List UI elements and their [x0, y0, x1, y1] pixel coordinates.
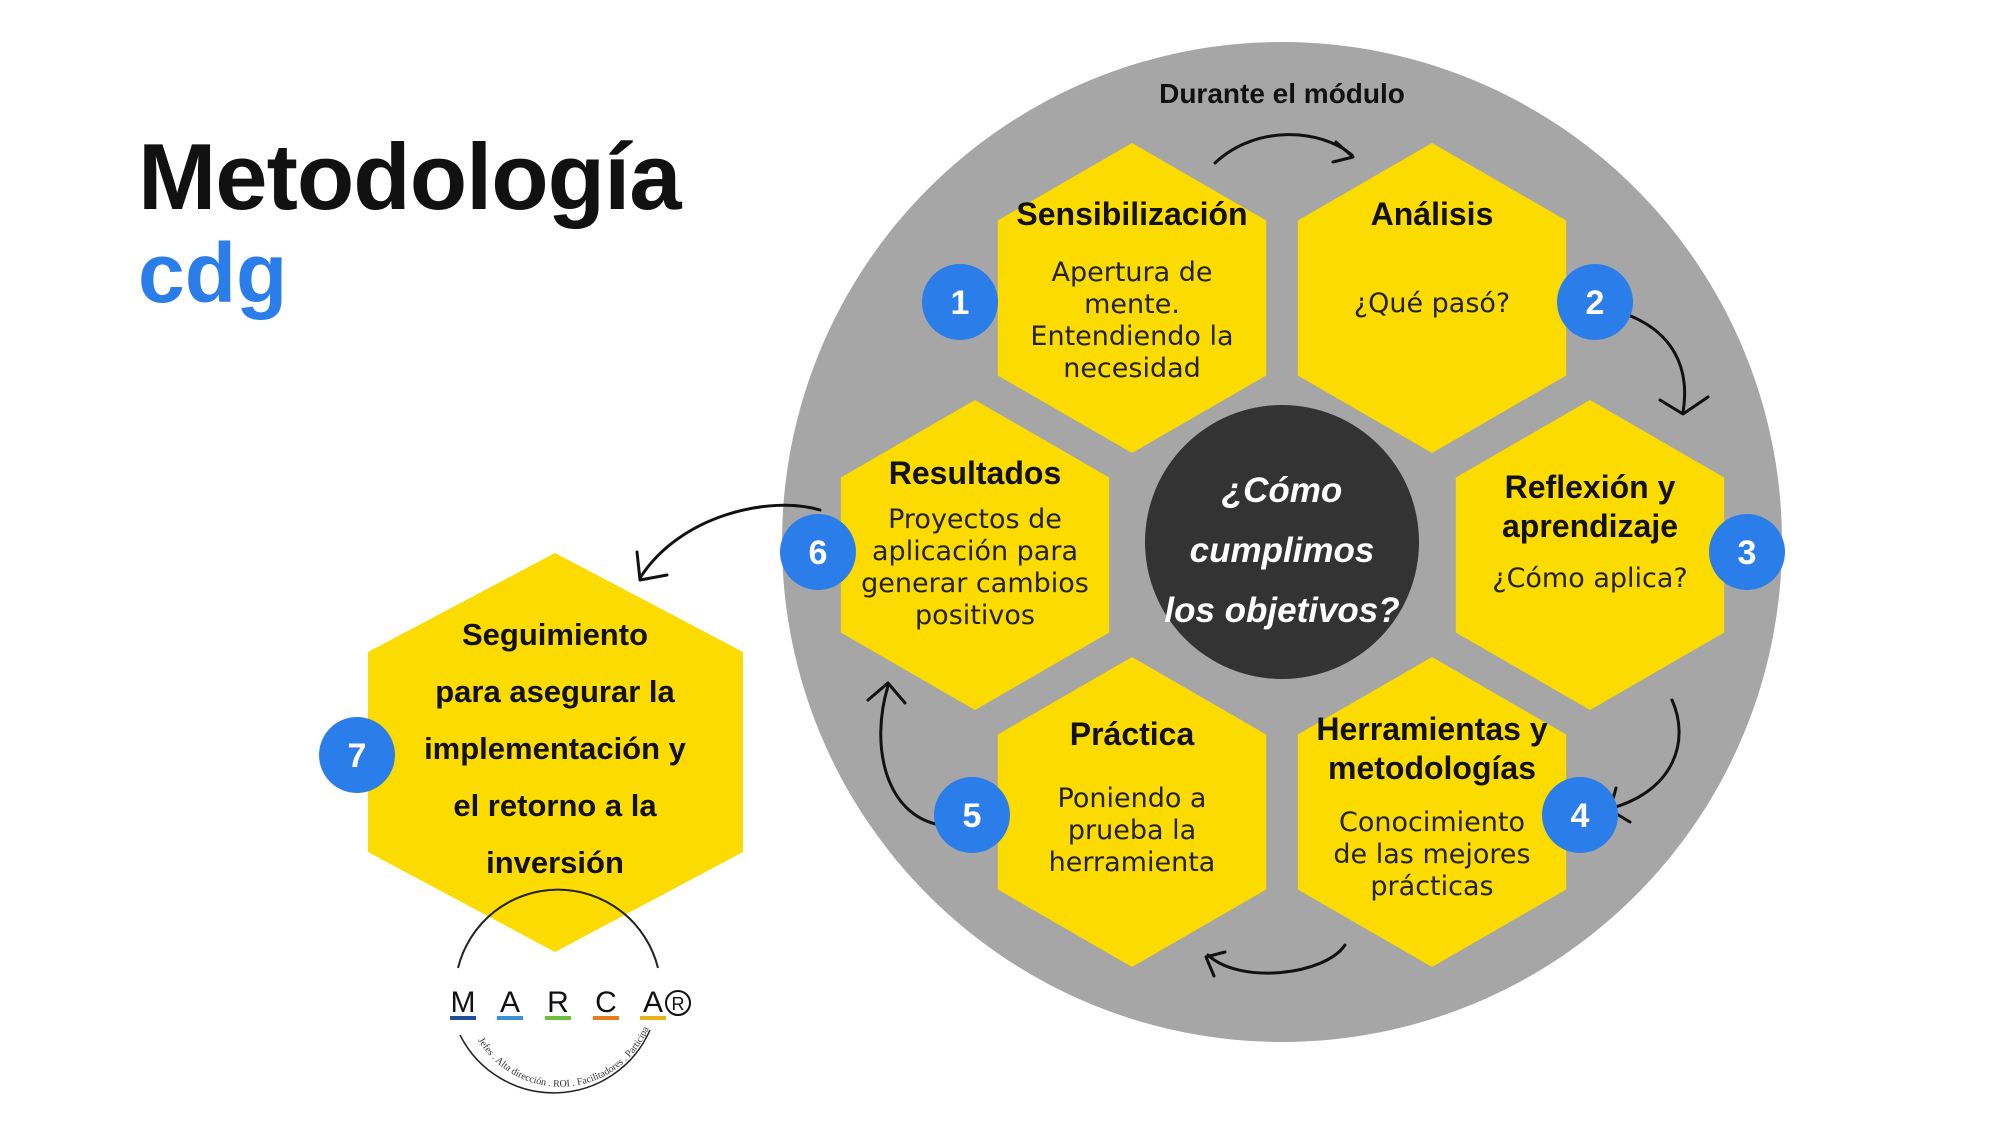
followup-line: inversión [486, 845, 624, 880]
step-4-body-line: prácticas [1370, 871, 1493, 902]
step-3-heading-line: Reflexión y [1505, 469, 1676, 505]
step-4-heading-line: Herramientas y [1316, 711, 1547, 747]
logo-letter-underline [593, 1016, 619, 1020]
step-2-badge [1557, 264, 1633, 340]
arrow-4-to-5 [1206, 943, 1347, 975]
step-6-badge [780, 514, 856, 590]
center-question-line: ¿Cómo [1222, 471, 1343, 510]
logo-letter: A [500, 986, 520, 1019]
arrow-2-to-3 [1618, 310, 1687, 414]
hex-step-6 [840, 400, 1110, 710]
step-1-body-line: Entendiendo la [1030, 321, 1233, 352]
cycle-label: Durante el módulo [1159, 78, 1405, 109]
hex-step-1 [997, 143, 1267, 453]
center-question-line: los objetivos? [1164, 591, 1399, 630]
step-3-badge [1709, 514, 1785, 590]
step-6-body-line: positivos [915, 600, 1035, 631]
page-subtitle: cdg [138, 226, 288, 320]
hex-step-5 [997, 657, 1267, 967]
logo-letter-underline [545, 1016, 571, 1020]
step-1-body-line: necesidad [1063, 353, 1201, 384]
followup-line: el retorno a la [453, 788, 657, 823]
followup-line: Seguimiento [462, 617, 648, 652]
step-4-badge [1542, 777, 1618, 853]
step-6-body-line: aplicación para [872, 536, 1078, 567]
hex-followup [368, 553, 743, 952]
step-2-heading-line: Análisis [1371, 196, 1494, 232]
page-title: Metodología [138, 124, 681, 229]
step-4-number: 4 [1571, 797, 1590, 835]
hex-step-2 [1297, 143, 1567, 453]
logo-arc-top [457, 888, 659, 969]
logo-letter-underline [640, 1016, 666, 1020]
step-3-heading-line: aprendizaje [1502, 508, 1678, 544]
step-5-badge [934, 777, 1010, 853]
registered-mark [665, 990, 691, 1016]
step-1-body-line: mente. [1084, 289, 1180, 320]
center-circle [1145, 405, 1419, 679]
step-6-body-line: Proyectos de [888, 504, 1062, 535]
step-5-heading-line: Práctica [1070, 716, 1195, 752]
logo-letter-underline [450, 1016, 476, 1020]
followup-number: 7 [348, 737, 367, 775]
logo-arc-bottom [459, 1029, 651, 1094]
hex-step-3 [1455, 400, 1725, 710]
step-4-body-line: de las mejores [1333, 839, 1530, 870]
logo-letter: C [595, 986, 617, 1019]
step-6-number: 6 [809, 534, 828, 572]
step-6-body-line: generar cambios [861, 568, 1089, 599]
step-2-body-line: ¿Qué pasó? [1354, 288, 1511, 319]
step-1-body-line: Apertura de [1052, 257, 1213, 288]
step-1-number: 1 [951, 284, 970, 322]
logo-letter: A [643, 986, 663, 1019]
arrow-5-to-6 [879, 684, 942, 827]
step-5-body-line: Poniendo a [1058, 783, 1207, 814]
step-1-badge [922, 264, 998, 340]
hex-step-4 [1297, 657, 1567, 967]
step-5-number: 5 [963, 797, 982, 835]
arrow-3-to-4 [1610, 698, 1681, 810]
followup-line: para asegurar la [435, 674, 675, 709]
step-2-number: 2 [1586, 284, 1605, 322]
step-4-heading-line: metodologías [1328, 750, 1536, 786]
center-question-line: cumplimos [1190, 531, 1375, 570]
followup-badge [319, 717, 395, 793]
step-1-heading-line: Sensibilización [1016, 196, 1247, 232]
step-6-heading-line: Resultados [889, 455, 1061, 491]
registered-letter: R [672, 994, 685, 1014]
step-4-body-line: Conocimiento [1339, 807, 1525, 838]
arrow-6-to-7 [638, 503, 822, 580]
logo-letter-underline [497, 1016, 523, 1020]
step-5-body-line: prueba la [1068, 815, 1196, 846]
step-5-body-line: herramienta [1049, 847, 1216, 878]
step-3-number: 3 [1738, 534, 1757, 572]
step-3-body-line: ¿Cómo aplica? [1492, 563, 1688, 594]
cycle-arrows [635, 133, 1710, 978]
logo-letter: M [451, 986, 476, 1019]
followup-line: implementación y [424, 731, 687, 766]
logo-letter: R [547, 986, 569, 1019]
